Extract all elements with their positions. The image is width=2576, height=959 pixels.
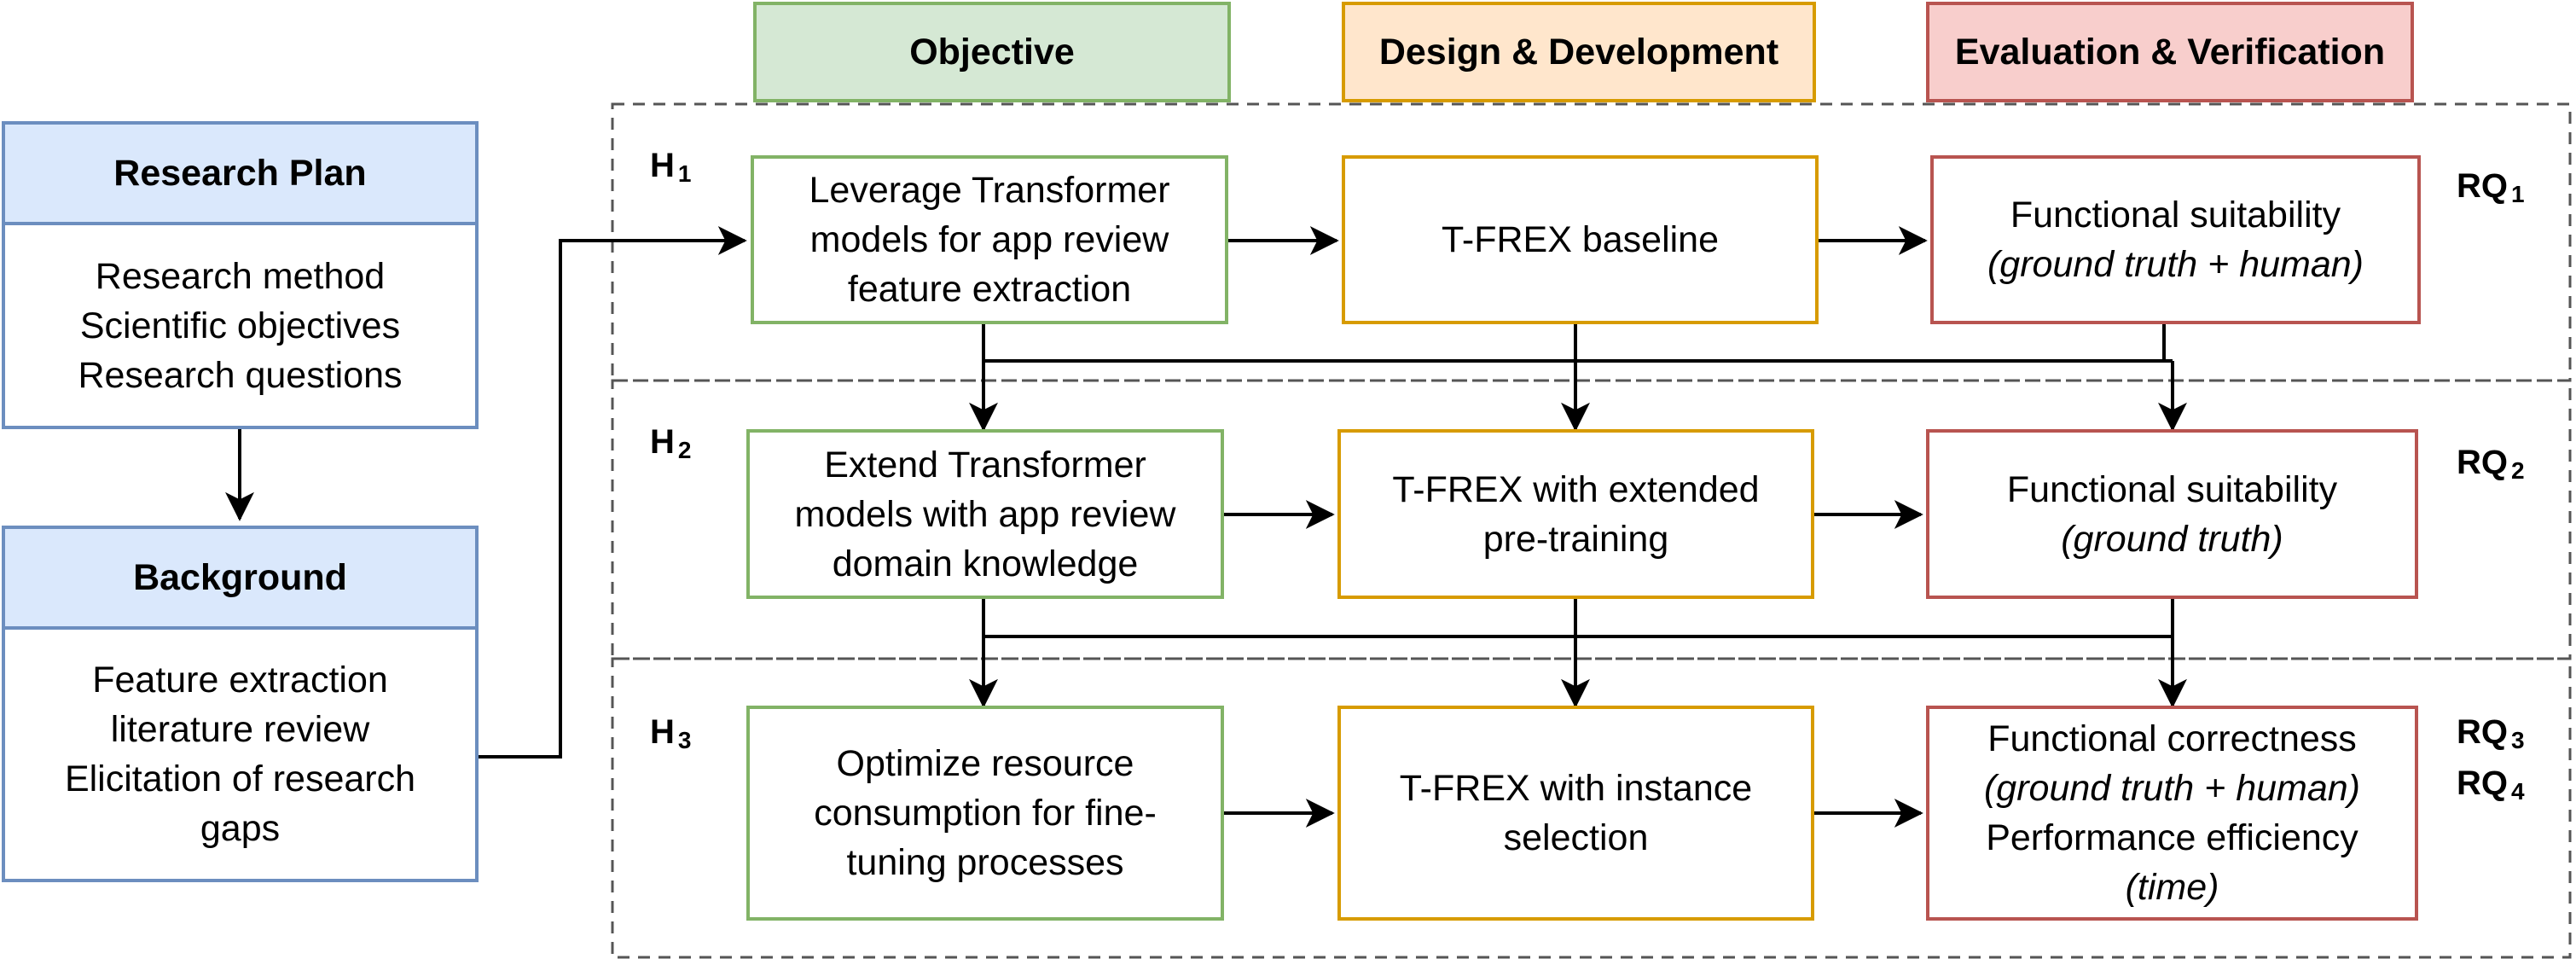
objective-box-h2: Extend Transformer models with app revie… <box>746 429 1224 599</box>
evaluation-line: Functional suitability <box>2006 468 2338 510</box>
objective-box-h3: Optimize resource consumption for fine- … <box>746 706 1224 921</box>
header-evaluation-verification: Evaluation & Verification <box>1926 2 2414 102</box>
background-title: Background <box>5 529 475 630</box>
evaluation-line: Functional suitability <box>2010 195 2341 235</box>
objective-line: models with app review <box>794 493 1176 535</box>
arrow-background-to-objective-1 <box>478 226 747 758</box>
evaluation-line: Functional correctness <box>1987 718 2357 759</box>
objective-box-h1: Leverage Transformer models for app revi… <box>751 155 1228 324</box>
evaluation-box-h3: Functional correctness (ground truth + h… <box>1926 706 2418 921</box>
background-body: Feature extraction literature review Eli… <box>5 630 475 879</box>
research-plan-line: Research questions <box>78 354 403 396</box>
background-line: Feature extraction <box>92 660 388 700</box>
research-plan-body: Research method Scientific objectives Re… <box>5 225 475 426</box>
background-line: literature review <box>110 709 370 750</box>
background-line: gaps <box>200 808 281 849</box>
objective-line: feature extraction <box>847 269 1132 310</box>
evaluation-line: (ground truth) <box>2061 518 2283 560</box>
background-box: Background Feature extraction literature… <box>2 526 479 882</box>
objective-line: consumption for fine- <box>814 793 1157 834</box>
evaluation-line: (time) <box>2125 867 2219 908</box>
design-line: pre-training <box>1482 518 1669 560</box>
objective-line: models for app review <box>809 219 1169 260</box>
objective-line: Leverage Transformer <box>809 170 1170 211</box>
design-box-h1: T-FREX baseline <box>1342 155 1819 324</box>
evaluation-line: (ground truth + human) <box>1983 768 2360 809</box>
connector-row1-to-row2 <box>969 324 2187 432</box>
connector-row2-to-row3 <box>969 599 2187 708</box>
evaluation-line: Performance efficiency <box>1986 817 2358 858</box>
evaluation-box-h2: Functional suitability (ground truth) <box>1926 429 2418 599</box>
research-plan-box: Research Plan Research method Scientific… <box>2 121 479 429</box>
design-line: selection <box>1503 817 1649 858</box>
header-design-development: Design & Development <box>1342 2 1816 102</box>
research-plan-title: Research Plan <box>5 125 475 225</box>
objective-line: Optimize resource <box>836 743 1134 784</box>
objective-line: tuning processes <box>846 842 1124 883</box>
research-plan-line: Research method <box>95 255 386 297</box>
group-frame-h2 <box>611 379 2572 660</box>
design-line: T-FREX baseline <box>1441 219 1720 260</box>
evaluation-line: (ground truth + human) <box>1987 244 2364 285</box>
evaluation-box-h1: Functional suitability (ground truth + h… <box>1930 155 2421 324</box>
design-line: T-FREX with instance <box>1399 768 1753 809</box>
header-objective: Objective <box>753 2 1231 102</box>
objective-line: Extend Transformer <box>824 444 1146 485</box>
background-line: Elicitation of research <box>64 758 416 799</box>
research-plan-line: Scientific objectives <box>79 305 401 346</box>
design-box-h2: T-FREX with extended pre-training <box>1337 429 1814 599</box>
design-line: T-FREX with extended <box>1392 468 1760 510</box>
objective-line: domain knowledge <box>832 543 1139 584</box>
group-frame-h3 <box>611 657 2572 959</box>
design-box-h3: T-FREX with instance selection <box>1337 706 1814 921</box>
